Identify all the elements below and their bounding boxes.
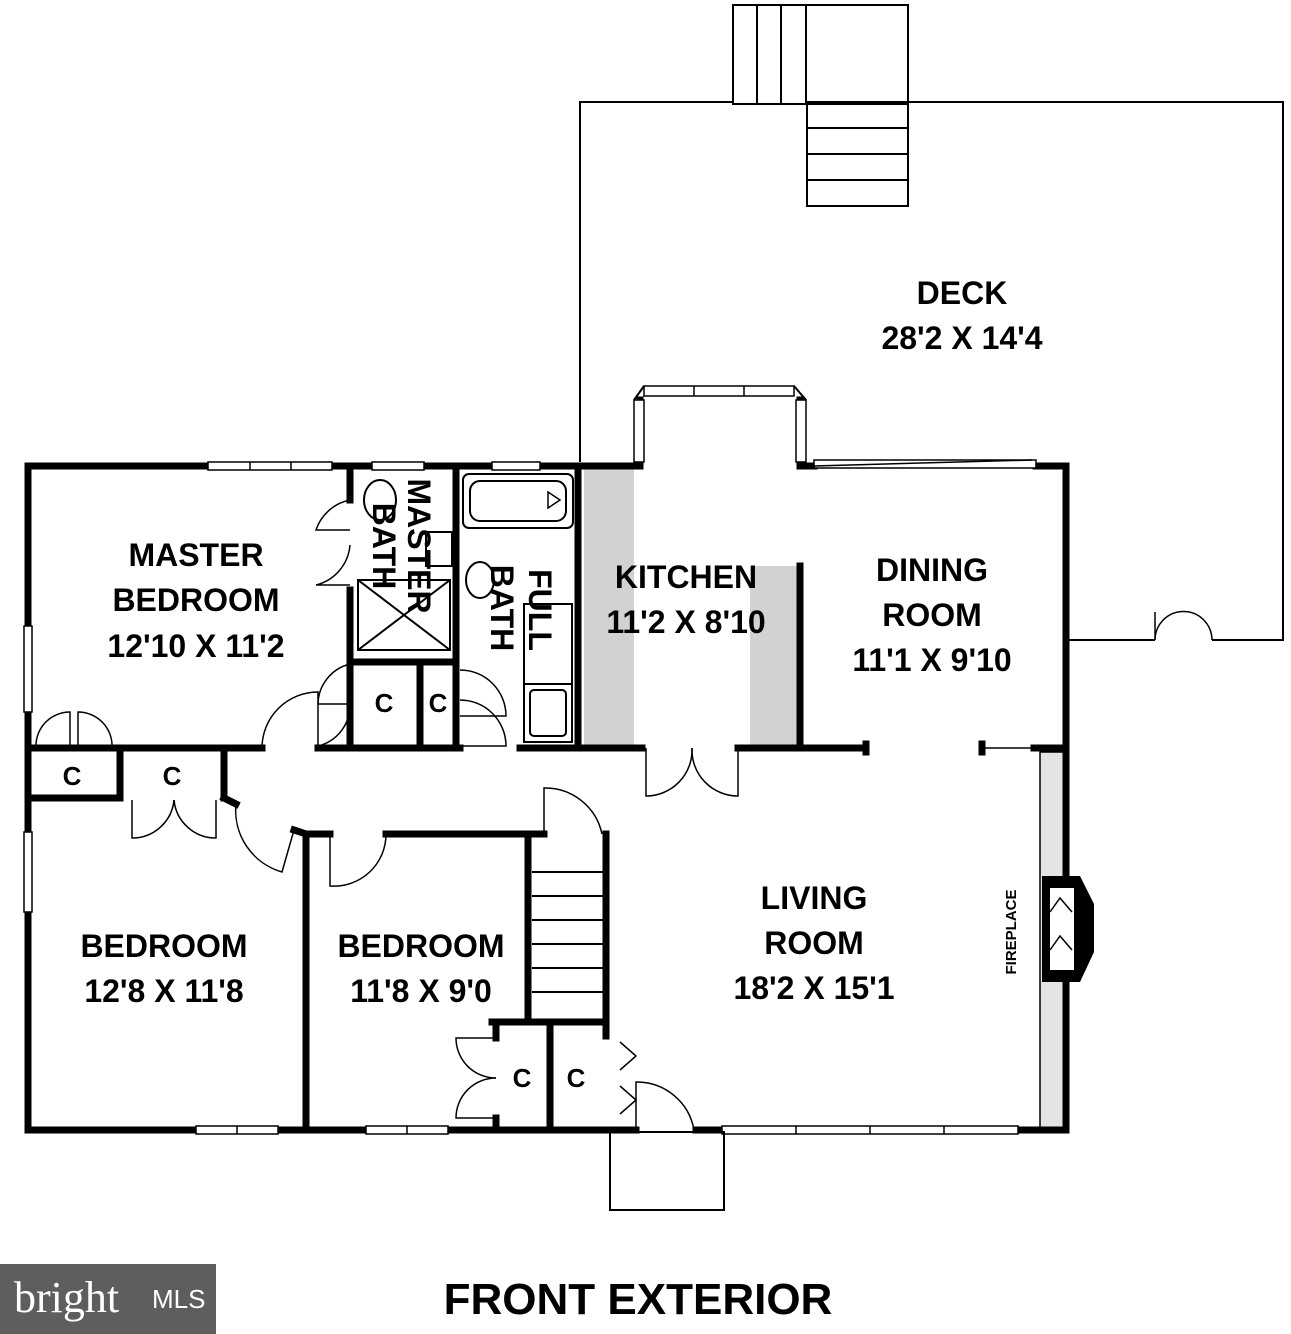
kitchen-counter-left (584, 468, 634, 748)
fireplace-label: FIREPLACE (1003, 889, 1020, 974)
kitchen-size: 11'2 X 8'10 (606, 604, 765, 640)
closet-label: C (163, 761, 182, 791)
closet-label: C (567, 1063, 586, 1093)
front-porch (609, 1131, 725, 1211)
full-bath-name-2: BATH (484, 565, 520, 652)
master-bedroom-name-2: BEDROOM (112, 582, 279, 618)
bedroom-left-name: BEDROOM (80, 928, 247, 964)
fireplace-icon (1042, 876, 1094, 982)
bath-fixtures (357, 473, 574, 743)
dining-room-name-1: DINING (876, 552, 988, 588)
closet-label: C (513, 1063, 532, 1093)
kitchen-name: KITCHEN (615, 559, 757, 595)
foyer-stairs (532, 871, 604, 993)
dining-room-name-2: ROOM (882, 597, 982, 633)
living-room-size: 18'2 X 15'1 (733, 970, 894, 1006)
deck-name: DECK (917, 275, 1008, 311)
exterior-walls (24, 462, 1070, 1134)
master-bedroom-name-1: MASTER (128, 537, 263, 573)
logo-brand: bright (14, 1273, 120, 1322)
full-bath-name-1: FULL (522, 569, 558, 651)
deck-outline (579, 101, 1284, 641)
windows (23, 459, 1037, 1135)
bedroom-middle-name: BEDROOM (337, 928, 504, 964)
closet-label: C (429, 688, 448, 718)
master-bedroom-size: 12'10 X 11'2 (107, 628, 284, 664)
bedroom-left-size: 12'8 X 11'8 (84, 973, 243, 1009)
deck-stairs (732, 4, 909, 207)
living-room-name-2: ROOM (764, 925, 864, 961)
bright-mls-logo: bright MLS (0, 1264, 216, 1334)
master-bath-name-2: BATH (366, 503, 402, 590)
bedroom-middle-size: 11'8 X 9'0 (350, 973, 492, 1009)
closet-label: C (63, 761, 82, 791)
living-room-name-1: LIVING (761, 880, 868, 916)
kitchen-bay-window (633, 385, 807, 470)
deck-door-swing (1154, 610, 1213, 641)
door-swings (35, 499, 1034, 1131)
logo-suffix: MLS (152, 1284, 206, 1314)
interior-walls (24, 462, 1070, 1134)
front-exterior-label: FRONT EXTERIOR (444, 1275, 833, 1324)
master-bath-name-1: MASTER (401, 478, 437, 613)
deck-size: 28'2 X 14'4 (881, 320, 1042, 356)
dining-room-size: 11'1 X 9'10 (852, 642, 1011, 678)
kitchen-counter-right (750, 566, 800, 748)
closet-label: C (375, 688, 394, 718)
